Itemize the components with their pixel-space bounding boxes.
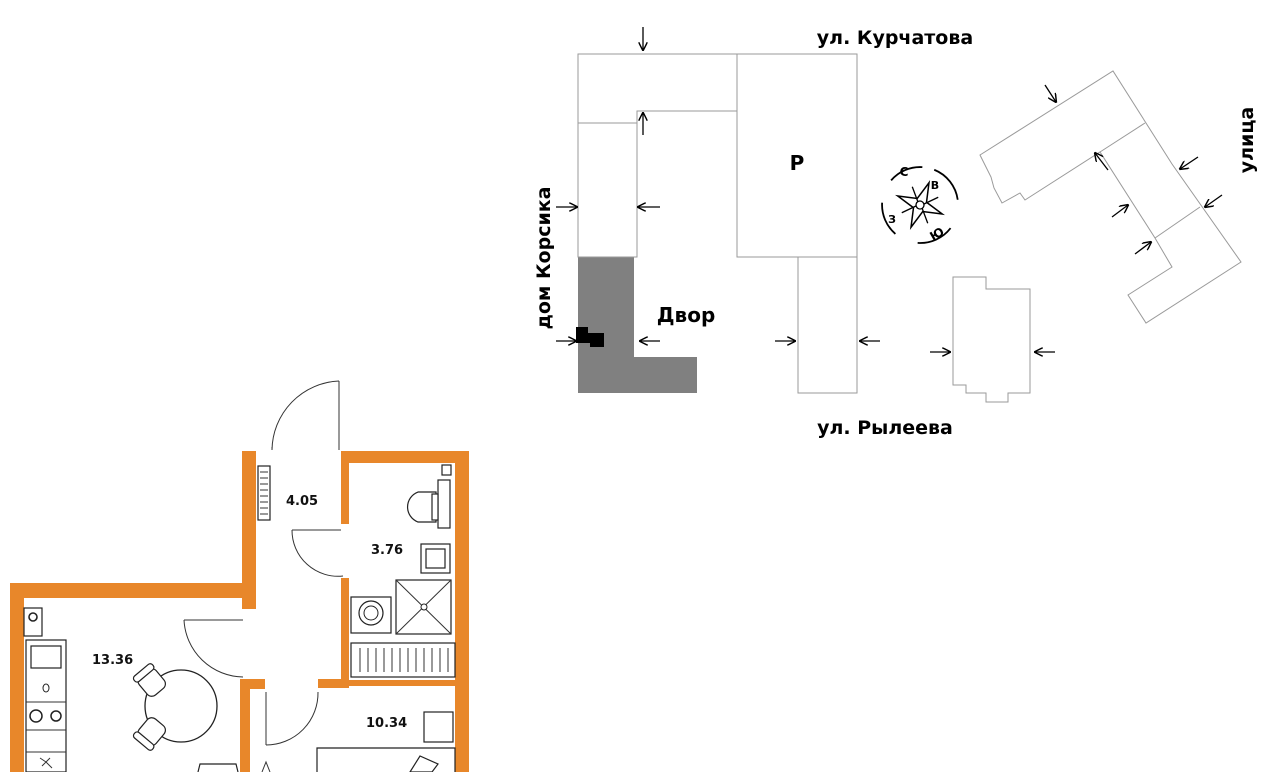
wall xyxy=(349,680,455,686)
wardrobe-icon xyxy=(350,642,456,678)
bedroom-area: 10.34 xyxy=(366,716,407,731)
fan-icon xyxy=(39,757,53,769)
wall xyxy=(240,679,250,772)
yard-label: Двор xyxy=(657,303,716,327)
wardrobe-lines xyxy=(359,648,449,672)
kitchen-faucet xyxy=(42,683,50,693)
compass-east: В xyxy=(931,179,939,192)
building-l-shaped xyxy=(577,53,738,258)
pillow-icon xyxy=(409,755,439,772)
wall xyxy=(10,583,256,598)
wall xyxy=(341,451,469,463)
bath-shelf-icon xyxy=(441,464,452,476)
parking-label: Р xyxy=(790,151,805,175)
radiator-icon xyxy=(257,465,271,521)
arrow xyxy=(1095,153,1109,171)
kitchen-area: 13.36 xyxy=(92,653,133,668)
kitchen-sink-icon xyxy=(30,645,62,669)
sink-inner xyxy=(425,548,446,569)
arrow xyxy=(1134,242,1151,255)
building-rotated-divider-1 xyxy=(1099,122,1146,153)
site-plan: Р ул. Курчатова ул. Рылеева улица дом Ко… xyxy=(533,27,1258,439)
compass-north: С xyxy=(900,165,909,179)
toilet-tank-icon xyxy=(431,493,439,521)
wall xyxy=(341,451,349,524)
arrow xyxy=(1111,205,1128,218)
compass: С В Ю З xyxy=(881,165,959,244)
compass-south: Ю xyxy=(927,224,946,243)
wall xyxy=(10,583,24,772)
shower-drain xyxy=(420,603,428,611)
bedroom-lamp-icon xyxy=(261,760,271,772)
street-east-label: улица xyxy=(1236,107,1258,174)
bath-shelf-icon xyxy=(437,479,451,529)
stove-burner-icon xyxy=(29,709,43,723)
bath-area: 3.76 xyxy=(371,543,403,558)
arrow xyxy=(1205,194,1223,207)
wall xyxy=(240,679,265,689)
kitchen-door-icon[interactable] xyxy=(183,619,244,678)
building-korsika[interactable] xyxy=(578,257,697,393)
wall xyxy=(455,451,469,772)
walls xyxy=(10,451,469,772)
street-north-label: ул. Курчатова xyxy=(817,27,973,49)
washer-drum-inner xyxy=(363,605,379,621)
radiator-lines xyxy=(260,471,268,515)
nightstand-icon xyxy=(423,711,454,743)
compass-west: З xyxy=(888,213,896,226)
building-parking xyxy=(736,53,858,258)
wall xyxy=(341,578,349,680)
entry-door-icon[interactable] xyxy=(271,380,340,451)
chair-icon xyxy=(197,763,239,772)
entrance-marker xyxy=(576,327,604,347)
toilet-icon xyxy=(406,491,437,523)
wall xyxy=(242,451,256,609)
kitchen-tap xyxy=(28,612,38,622)
building-rotated-divider-2 xyxy=(1154,206,1201,239)
arrow xyxy=(1180,156,1199,169)
stove-burner-icon xyxy=(50,710,62,722)
bedroom-door-icon[interactable] xyxy=(265,691,319,746)
building-rotated xyxy=(979,70,1242,324)
chair-icon xyxy=(132,663,167,697)
wall xyxy=(318,679,349,688)
building-narrow xyxy=(797,256,858,394)
street-south-label: ул. Рылеева xyxy=(817,417,953,439)
hall-area: 4.05 xyxy=(286,494,318,509)
building-small xyxy=(952,276,1031,403)
arrow xyxy=(1044,84,1056,102)
bath-door-icon[interactable] xyxy=(291,529,344,577)
chair-icon xyxy=(132,717,167,751)
house-label: дом Корсика xyxy=(533,186,555,329)
kitchen-unit-top xyxy=(23,607,43,637)
floor-plan: 4.05 3.76 13.36 10.34 xyxy=(10,380,469,772)
